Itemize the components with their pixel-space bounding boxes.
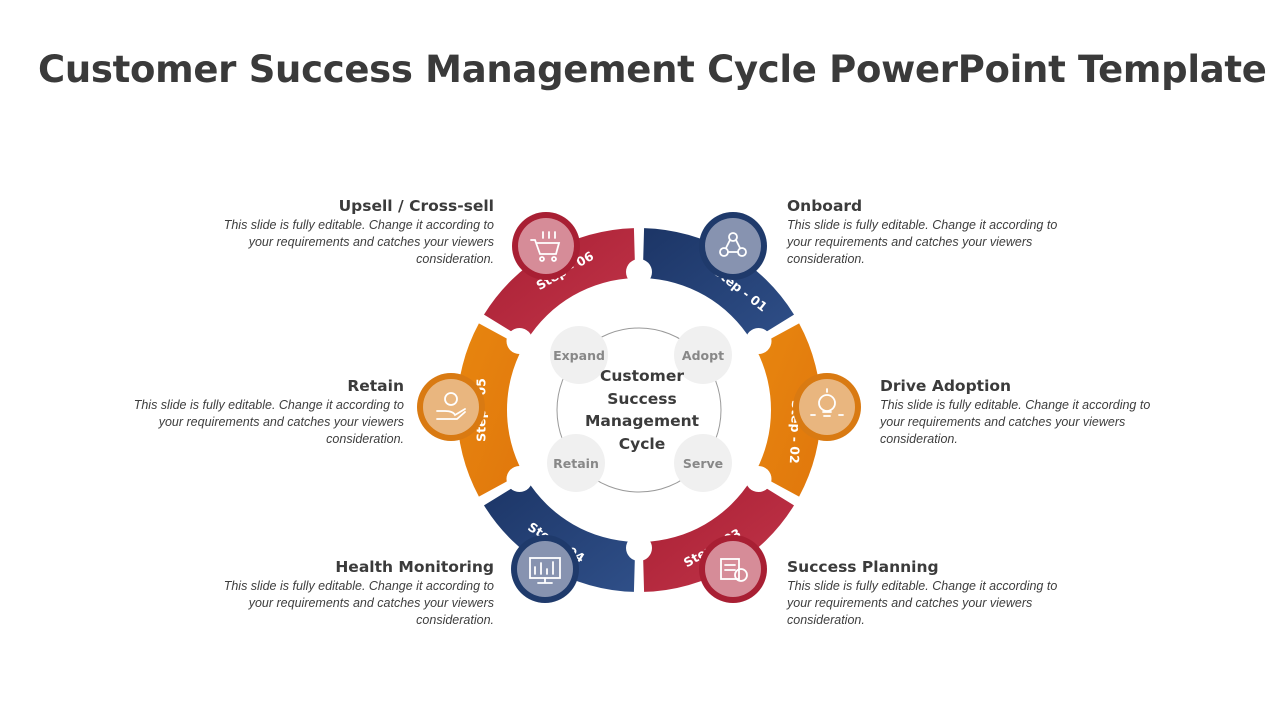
cycle-segment [755,323,822,497]
center-line: Customer [600,367,684,385]
cycle-segment [483,479,636,592]
step-05-text: Retain This slide is fully editable. Cha… [114,376,404,448]
phase-bubble-adopt: Adopt [674,326,732,384]
phase-bubble-retain: Retain [547,434,605,492]
step-icon-badge [417,373,485,441]
step-heading: Drive Adoption [880,377,1012,395]
step-02-text: Drive Adoption This slide is fully edita… [880,376,1170,448]
segment-notch [745,328,772,354]
step-heading: Retain [347,377,404,395]
segment-notch [506,466,533,492]
page-title: Customer Success Management Cycle PowerP… [38,48,1267,91]
hand-holding-money-icon [436,392,466,420]
phase-bubble-expand: Expand [550,326,608,384]
cycle-segment [642,228,795,341]
step-description: This slide is fully editable. Change it … [133,398,404,446]
segment-notch [626,259,652,285]
step-icon-badge [699,212,767,280]
segment-notch [626,535,652,561]
step-description: This slide is fully editable. Change it … [880,398,1151,446]
step-description: This slide is fully editable. Change it … [787,579,1058,627]
center-line: Cycle [619,435,666,453]
step-heading: Onboard [787,197,863,215]
phase-bubble-label: Serve [683,456,723,471]
cycle-segment [642,479,795,592]
step-description: This slide is fully editable. Change it … [223,579,494,627]
team-network-icon [719,232,747,257]
step-icon-badge [511,535,579,603]
cycle-segment [483,228,636,341]
plan-chart-icon [720,558,748,582]
phase-bubble-label: Expand [553,348,605,363]
step-description: This slide is fully editable. Change it … [787,218,1058,266]
step-icon-badge [793,373,861,441]
step-04-text: Health Monitoring This slide is fully ed… [204,557,494,629]
step-03-text: Success Planning This slide is fully edi… [787,557,1077,629]
cycle-segment [457,323,523,497]
phase-bubble-label: Adopt [682,348,724,363]
center-line: Management [585,412,700,430]
inner-ring [556,327,722,493]
step-heading: Success Planning [787,558,939,576]
step-icon-badge [512,212,580,280]
phase-bubble-label: Retain [553,456,599,471]
center-line: Success [607,390,677,408]
cart-upsell-icon [530,231,561,262]
segment-notch [506,328,533,354]
step-heading: Health Monitoring [335,558,494,576]
step-06-text: Upsell / Cross-sell This slide is fully … [204,196,494,268]
segment-notch [745,466,772,492]
phase-bubble-serve: Serve [674,434,732,492]
lightbulb-gear-icon [810,388,844,417]
step-icon-badge [699,535,767,603]
step-heading: Upsell / Cross-sell [338,197,494,215]
monitor-chart-icon [529,557,561,584]
step-01-text: Onboard This slide is fully editable. Ch… [787,196,1077,268]
step-description: This slide is fully editable. Change it … [223,218,494,266]
center-label: Customer Success Management Cycle [585,367,700,453]
